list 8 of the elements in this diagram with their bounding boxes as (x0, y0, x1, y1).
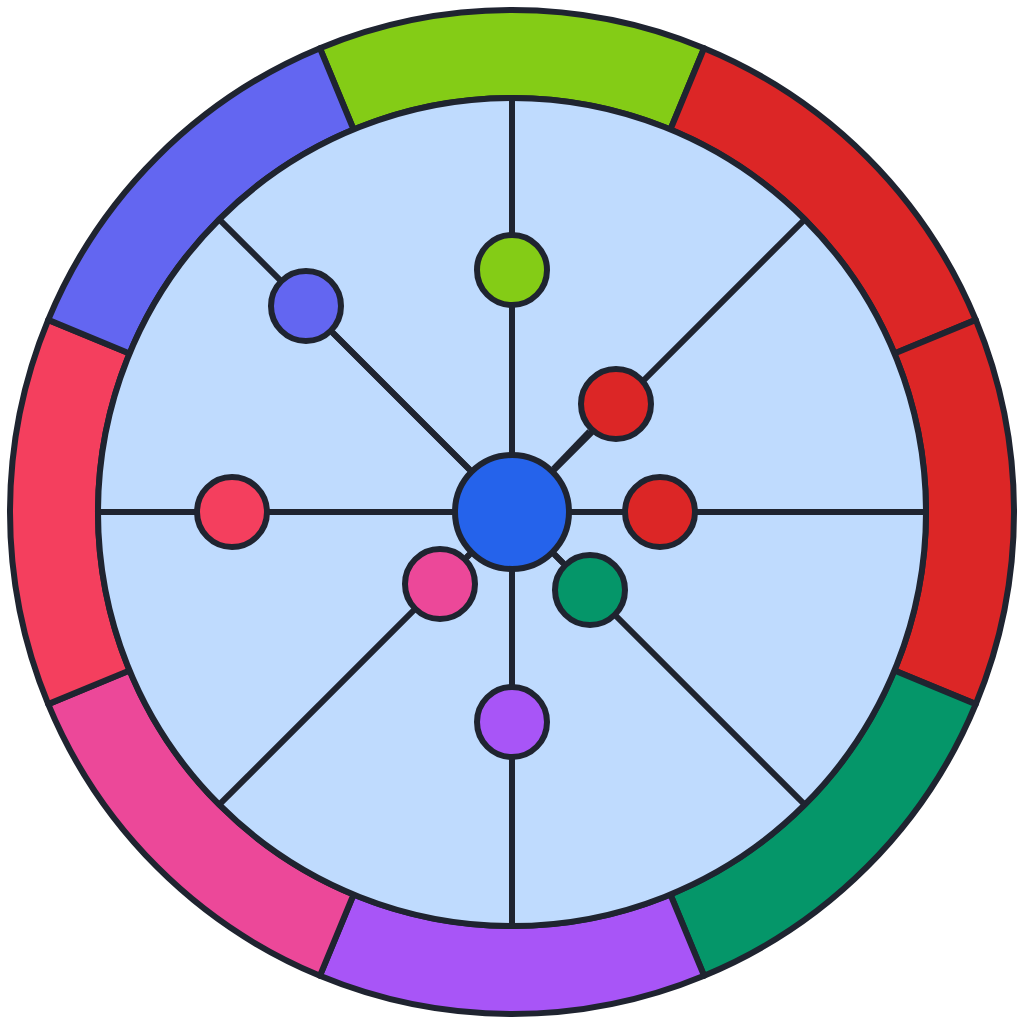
connector-line (464, 552, 472, 560)
connector-line (509, 308, 515, 452)
connector-line (270, 509, 452, 515)
connector-line (552, 552, 566, 566)
connector-line (551, 429, 592, 471)
connector-line (330, 330, 472, 472)
connector-line (509, 572, 515, 684)
connector-line (572, 509, 622, 515)
